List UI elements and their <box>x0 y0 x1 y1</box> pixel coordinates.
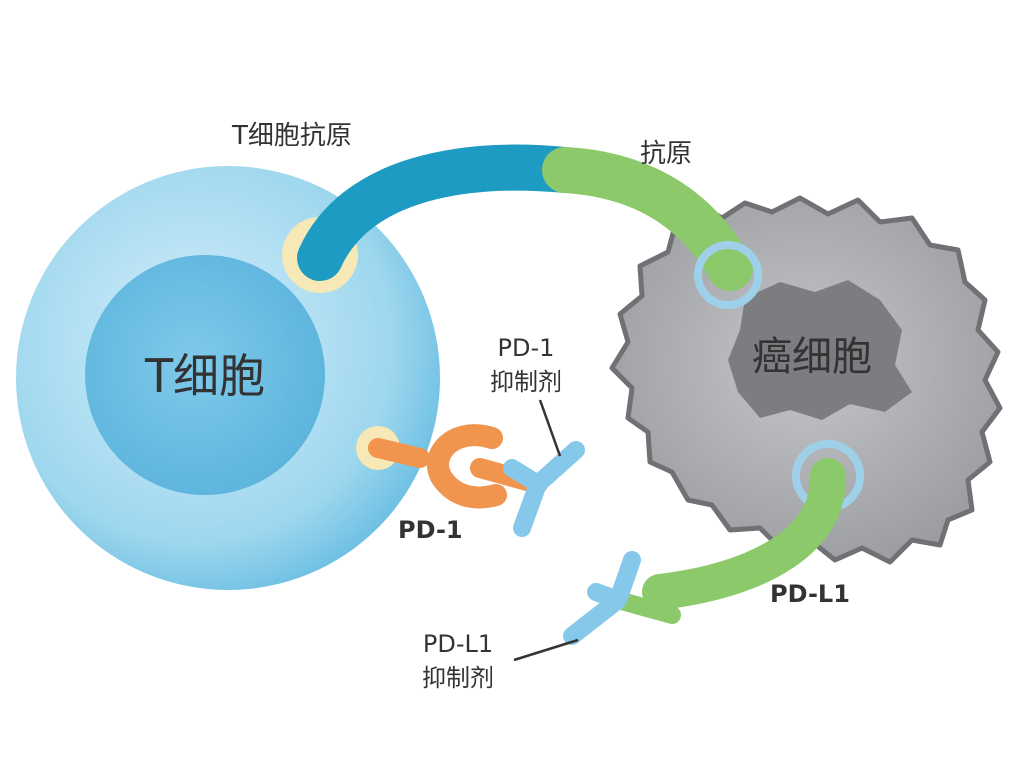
cancer-cell-label: 癌细胞 <box>752 334 872 380</box>
pdl1-inhibitor-antibody <box>563 551 641 645</box>
t-cell-label: T细胞 <box>144 349 265 403</box>
pd1-inhibitor: PD-1 抑制剂 <box>470 334 585 537</box>
antigen-label: 抗原 <box>640 139 692 169</box>
pdl1-inhibitor: PD-L1 抑制剂 <box>422 551 681 692</box>
pdl1-inhibitor-label-line1: PD-L1 <box>423 630 493 658</box>
pd1-cup <box>427 424 507 509</box>
pd1-inhibitor-label-line2: 抑制剂 <box>490 368 562 396</box>
t-cell-antigen-receptor-label: T细胞抗原 <box>231 121 352 151</box>
t-cell-nucleus <box>85 255 325 495</box>
pd1-inhibitor-label-line1: PD-1 <box>498 334 555 362</box>
cancer-cell-nucleus <box>728 280 912 420</box>
pd1-inhibitor-leader <box>538 399 562 457</box>
pd1-inhibitor-antibody <box>503 441 585 537</box>
pdl1-inhibitor-fab-plug <box>609 591 681 624</box>
pdl1-label: PD-L1 <box>770 580 850 608</box>
pdl1-inhibitor-label-line2: 抑制剂 <box>422 664 494 692</box>
pdl1-arm <box>642 458 846 610</box>
pdl1-ligand: PD-L1 <box>642 440 864 610</box>
antigen-mhc-ring <box>694 241 762 309</box>
pd1-stem <box>368 438 430 468</box>
pd1-label: PD-1 <box>398 516 463 544</box>
pdl1-inhibitor-leader <box>513 638 579 662</box>
tcr-antigen-complex <box>282 144 762 309</box>
pd1-receptor: PD-1 <box>356 424 507 544</box>
t-cell-antigen-receptor-arm <box>297 144 588 281</box>
t-cell: T细胞 <box>16 166 440 590</box>
cancer-cell: 癌细胞 <box>609 195 1003 565</box>
